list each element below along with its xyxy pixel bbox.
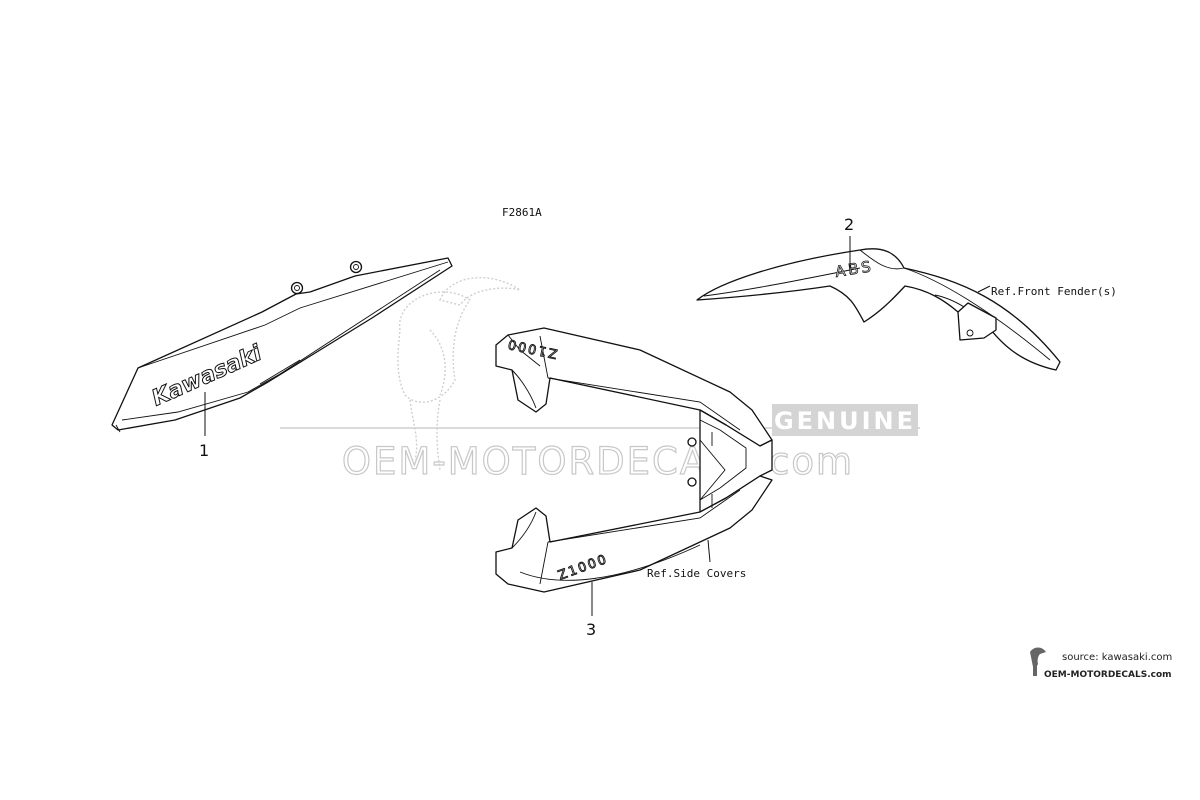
bird-logo-icon (1030, 647, 1046, 676)
watermark-brand-text: OEM-MOTORDECALS.com (342, 440, 854, 483)
ref-front-fender-label: Ref.Front Fender(s) (991, 285, 1117, 298)
source-text: source: kawasaki.com (1062, 652, 1172, 663)
part-3-seat-cowl: Z1000 Z1000 (495, 327, 773, 593)
ref-side-covers-label: Ref.Side Covers (647, 567, 746, 580)
part-2-number: 2 (844, 215, 854, 234)
part-1-number: 1 (199, 441, 209, 460)
part-2-front-fender: ABS (696, 248, 1061, 371)
side-covers-ref-leader (707, 539, 711, 563)
cowl-ribs (699, 432, 726, 508)
site-text: OEM-MOTORDECALS.com (1044, 670, 1172, 680)
mount-boss-icon (687, 437, 697, 487)
mount-boss-icon (290, 260, 363, 295)
figure-code: F2861A (502, 206, 542, 219)
part-1-shroud: Kawasaki (111, 257, 453, 433)
source-credit: source: kawasaki.com OEM-MOTORDECALS.com (1030, 647, 1172, 680)
watermark-stamp-text: GENUINE (774, 407, 916, 435)
watermark-bird-icon (397, 277, 521, 471)
fender-bracket (957, 302, 997, 341)
watermark-stamp: GENUINE (772, 404, 918, 436)
part-3-number: 3 (586, 620, 596, 639)
fender-ref-leader (977, 285, 991, 293)
